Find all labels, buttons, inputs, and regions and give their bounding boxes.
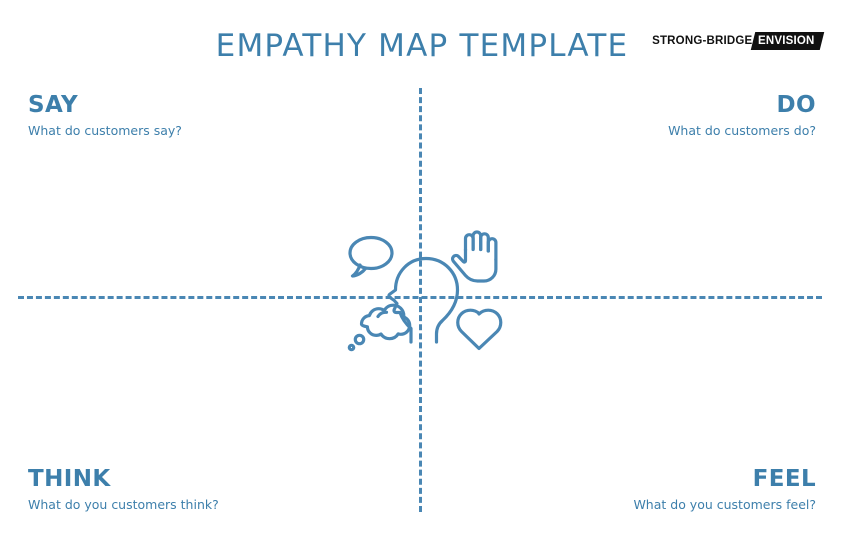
quadrant-feel-subtitle: What do you customers feel? — [633, 497, 816, 512]
brand-logo: STRONG-BRIDGE ENVISION — [652, 32, 825, 50]
logo-wordmark: STRONG-BRIDGE — [652, 35, 753, 47]
vertical-divider — [419, 88, 422, 512]
quadrant-say-subtitle: What do customers say? — [28, 123, 182, 138]
heart-icon — [456, 308, 503, 351]
thought-cloud-icon — [347, 303, 412, 352]
quadrant-say: SAY What do customers say? — [28, 92, 182, 140]
quadrant-do-title: DO — [776, 92, 816, 118]
quadrant-do: DO What do customers do? — [668, 92, 816, 140]
quadrant-feel-title: FEEL — [752, 466, 816, 492]
center-icons-svg — [347, 230, 503, 352]
quadrant-say-title: SAY — [28, 92, 79, 118]
center-icon-cluster — [334, 224, 514, 376]
page-title: EMPATHY MAP TEMPLATE — [215, 28, 629, 64]
quadrant-do-subtitle: What do customers do? — [668, 123, 816, 138]
hand-icon — [450, 230, 498, 283]
speech-bubble-icon — [348, 235, 394, 278]
quadrant-feel: FEEL What do you customers feel? — [633, 466, 816, 514]
logo-badge-label: ENVISION — [758, 35, 815, 47]
head-profile-icon — [387, 256, 460, 344]
quadrant-think: THINK What do you customers think? — [28, 466, 219, 514]
quadrant-think-subtitle: What do you customers think? — [28, 497, 219, 512]
quadrant-think-title: THINK — [28, 466, 111, 492]
logo-badge: ENVISION — [751, 32, 825, 50]
